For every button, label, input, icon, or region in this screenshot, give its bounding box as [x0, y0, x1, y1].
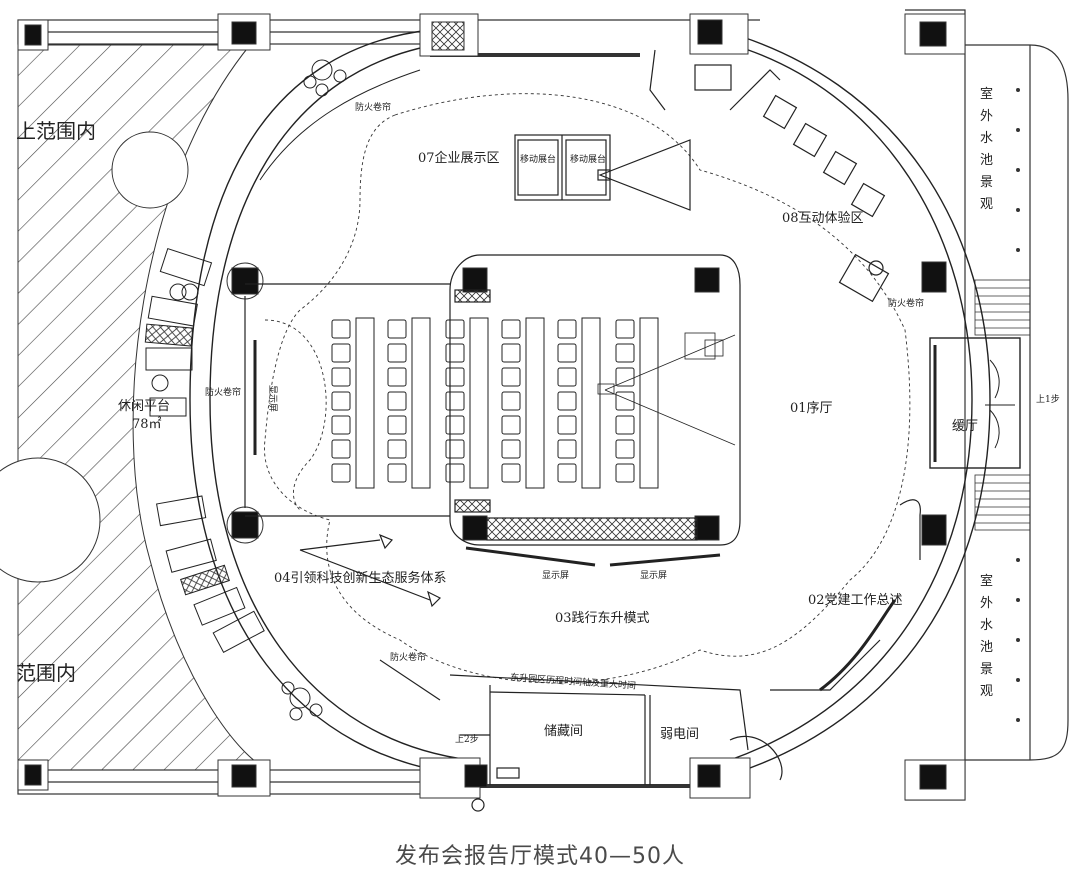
seat	[557, 391, 577, 411]
caption: 发布会报告厅模式40—50人	[395, 844, 685, 869]
seat	[387, 415, 407, 435]
label-up-step-2: 上2步	[455, 734, 479, 745]
label-outer-pool-bottom: 室外水池景观	[980, 573, 993, 699]
seat	[387, 439, 407, 459]
label-zone-02: 02党建工作总述	[808, 593, 903, 608]
seat	[387, 319, 407, 339]
label-lounge: 休闲平台	[118, 399, 170, 414]
pool-area	[905, 9, 1069, 801]
seat	[445, 343, 465, 363]
seat	[331, 343, 351, 363]
seat	[615, 391, 635, 411]
seat	[445, 415, 465, 435]
label-zone-04: 04引领科技创新生态服务体系	[274, 570, 447, 586]
seat	[557, 439, 577, 459]
seat	[331, 367, 351, 387]
seat	[331, 319, 351, 339]
seat	[331, 463, 351, 483]
label-storage: 储藏间	[544, 724, 583, 739]
seat	[501, 415, 521, 435]
plan-labels: 上范围内 范围内 07企业展示区 移动展台 移动展台 08互动体验区 01序厅 …	[16, 86, 1060, 745]
label-timeline: 东升园区历程时间轴及重大时间	[510, 671, 637, 692]
desk	[469, 317, 489, 489]
seat	[557, 319, 577, 339]
seat	[615, 415, 635, 435]
seat	[445, 367, 465, 387]
label-fire-door-4: 防火卷帘	[888, 297, 924, 309]
label-fire-door-3: 防火卷帘	[390, 651, 426, 663]
seat	[387, 367, 407, 387]
label-outer-pool-top: 室外水池景观	[980, 86, 993, 212]
seat	[445, 319, 465, 339]
pool-dots	[1016, 88, 1020, 722]
bottom-rooms	[299, 499, 921, 812]
label-lobby: 缓厅	[952, 419, 978, 434]
seat	[615, 319, 635, 339]
report-hall	[244, 254, 741, 567]
seating-grid	[331, 317, 659, 489]
seat	[331, 439, 351, 459]
lobby-vestibule	[929, 337, 1021, 469]
label-left-upper: 上范围内	[16, 119, 96, 143]
label-screen-2: 显示屏	[640, 570, 667, 581]
seat	[501, 391, 521, 411]
seat	[331, 415, 351, 435]
seat	[557, 463, 577, 483]
seat	[557, 343, 577, 363]
rotunda-walls	[189, 29, 991, 776]
seat	[615, 343, 635, 363]
seat	[501, 319, 521, 339]
floor-plan: 上范围内 范围内 07企业展示区 移动展台 移动展台 08互动体验区 01序厅 …	[0, 9, 1069, 812]
label-fire-door-1: 防火卷帘	[205, 386, 241, 398]
seat	[387, 343, 407, 363]
seat	[557, 415, 577, 435]
seat	[387, 391, 407, 411]
exhibit-items	[514, 49, 890, 303]
label-screen: 显示屏	[542, 570, 569, 581]
seat	[445, 439, 465, 459]
hatched-area	[0, 44, 271, 771]
seat	[445, 463, 465, 483]
label-electrical: 弱电间	[660, 727, 699, 742]
seat	[501, 439, 521, 459]
seat	[615, 367, 635, 387]
seat	[387, 463, 407, 483]
label-led: 显示屏	[267, 385, 278, 412]
seat	[445, 391, 465, 411]
label-mobile-2: 移动展台	[570, 153, 606, 165]
seat	[615, 463, 635, 483]
desk	[355, 317, 375, 489]
label-fire-door-2: 防火卷帘	[355, 101, 391, 113]
seat	[501, 463, 521, 483]
seat	[557, 367, 577, 387]
label-lounge-area: 78㎡	[132, 417, 162, 432]
circulation-path	[264, 93, 911, 684]
desk	[581, 317, 601, 489]
lounge-furniture	[144, 59, 347, 721]
label-zone-03: 03践行东升模式	[555, 611, 650, 626]
desk	[525, 317, 545, 489]
label-mobile-1: 移动展台	[520, 153, 556, 165]
seat	[615, 439, 635, 459]
label-left-lower: 范围内	[16, 661, 76, 685]
label-zone-01: 01序厅	[790, 401, 833, 416]
seat	[331, 391, 351, 411]
label-zone-08: 08互动体验区	[782, 210, 864, 226]
desk	[411, 317, 431, 489]
label-up-step: 上1步	[1036, 394, 1060, 405]
desk	[639, 317, 659, 489]
label-zone-07: 07企业展示区	[418, 150, 500, 166]
seat	[501, 343, 521, 363]
seat	[501, 367, 521, 387]
